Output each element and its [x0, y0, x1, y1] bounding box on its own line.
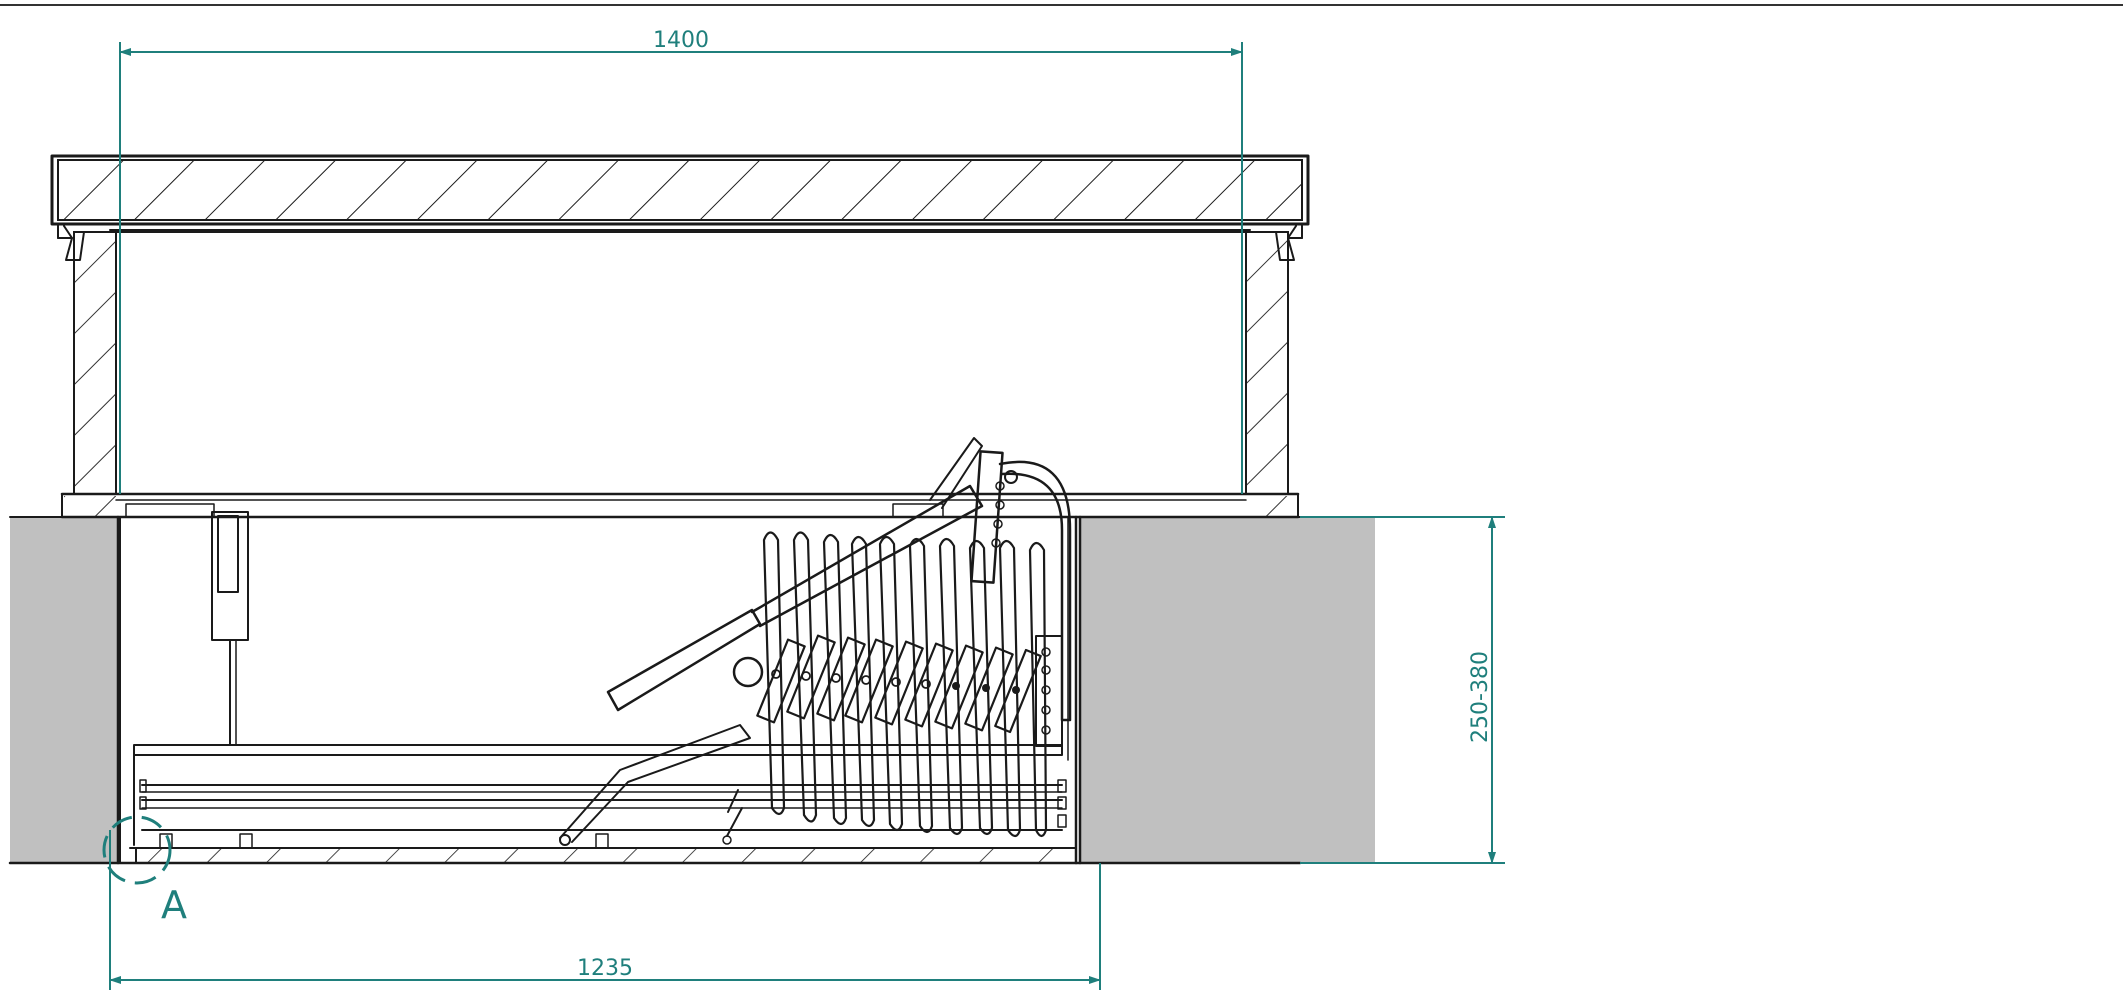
stair-arm [559, 724, 751, 846]
ceiling-left [10, 517, 118, 863]
ceiling-right [1080, 517, 1375, 863]
dimension-bottom: 1235 [109, 830, 1101, 990]
upstand-walls [60, 231, 1300, 519]
detail-marker-a: A [102, 815, 187, 927]
hatch-bottom-panel [129, 744, 1077, 864]
dimension-right: 250-380 [1300, 516, 1505, 864]
dimension-top: 1400 [119, 28, 1243, 494]
dimension-bottom-label: 1235 [577, 956, 633, 981]
dimension-right-label: 250-380 [1468, 651, 1493, 743]
detail-marker-label: A [161, 883, 187, 927]
roof-hatch-lid [50, 154, 1310, 261]
ceiling-section [8, 515, 1375, 865]
folded-ladder [606, 437, 1072, 838]
dimension-top-label: 1400 [653, 28, 709, 53]
